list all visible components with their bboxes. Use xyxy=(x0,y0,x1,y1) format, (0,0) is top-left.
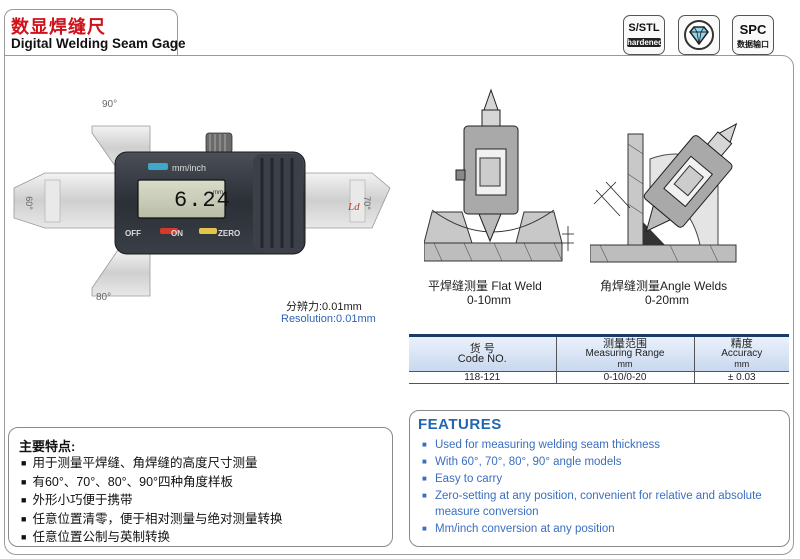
col-accuracy-unit: mm xyxy=(734,358,750,369)
flat-weld-label: 平焊缝测量 Flat Weld xyxy=(428,279,542,293)
diamond-badge xyxy=(678,15,720,55)
page-title-cn: 数显焊缝尺 xyxy=(11,17,106,37)
display-sub: mm xyxy=(213,190,223,196)
list-item: With 60°, 70°, 80°, 90° angle models xyxy=(422,454,786,470)
col-code: 货 号 Code NO. xyxy=(409,337,556,371)
angle-weld-diagram xyxy=(590,122,738,263)
angle-60: 60° xyxy=(23,196,34,210)
angle-weld-label: 角焊缝测量Angle Welds xyxy=(600,279,728,293)
list-item: 用于测量平焊缝、角焊缝的高度尺寸测量 xyxy=(21,455,282,474)
table-row: 118-121 0-10/0-20 ± 0.03 xyxy=(409,370,789,384)
angle-80: 80° xyxy=(96,292,112,303)
list-item: Used for measuring welding seam thicknes… xyxy=(422,437,786,453)
title-tab xyxy=(4,9,178,55)
list-item: Zero-setting at any position, convenient… xyxy=(422,488,786,520)
resolution-en: Resolution:0.01mm xyxy=(281,313,376,325)
col-code-en: Code NO. xyxy=(457,352,507,365)
list-item: 外形小巧便于携带 xyxy=(21,492,282,511)
badge-label: S/STL xyxy=(628,22,660,34)
off-button: OFF xyxy=(125,229,141,238)
table-header-row: 货 号 Code NO. 测量范围 Measuring Range mm 精度 … xyxy=(409,337,789,371)
zero-button: ZERO xyxy=(218,229,241,238)
features-en-title: FEATURES xyxy=(418,416,502,433)
table-top-bar xyxy=(409,334,789,337)
page-title-en: Digital Welding Seam Gage xyxy=(11,36,186,51)
features-cn-title: 主要特点: xyxy=(19,439,76,454)
spec-table: 货 号 Code NO. 测量范围 Measuring Range mm 精度 … xyxy=(409,334,789,384)
col-range: 测量范围 Measuring Range mm xyxy=(555,337,694,371)
flat-weld-diagram xyxy=(424,88,574,262)
col-range-unit: mm xyxy=(617,358,633,369)
cell-accuracy: ± 0.03 xyxy=(693,370,789,384)
features-cn-list: 用于测量平焊缝、角焊缝的高度尺寸测量 有60°、70°、80°、90°四种角度样… xyxy=(21,455,282,548)
cell-code: 118-121 xyxy=(409,370,556,384)
list-item: 任意位置清零，便于相对测量与绝对测量转换 xyxy=(21,511,282,530)
col-accuracy-cn: 精度 xyxy=(730,337,753,350)
col-range-en: Measuring Range xyxy=(585,347,665,359)
col-accuracy: 精度 Accuracy mm xyxy=(693,337,789,371)
list-item: 有60°、70°、80°、90°四种角度样板 xyxy=(21,474,282,493)
list-item: Easy to carry xyxy=(422,471,786,487)
product-image: Ld xyxy=(13,125,391,297)
angle-70: 70° xyxy=(361,196,372,210)
resolution-cn: 分辨力:0.01mm xyxy=(286,301,362,313)
list-item: 任意位置公制与英制转换 xyxy=(21,529,282,548)
features-en-box: FEATURES Used for measuring welding seam… xyxy=(409,410,790,547)
list-item: Mm/inch conversion at any position xyxy=(422,521,786,537)
stainless-steel-badge: S/STL hardened xyxy=(623,15,665,55)
col-range-cn: 测量范围 xyxy=(603,337,647,350)
badge-sublabel: hardened xyxy=(627,38,664,47)
on-button: ON xyxy=(171,229,183,238)
flat-weld-range: 0-10mm xyxy=(467,293,512,307)
display-unit-label: mm/inch xyxy=(172,163,207,173)
col-code-cn: 货 号 xyxy=(469,342,495,355)
col-accuracy-en: Accuracy xyxy=(721,347,763,359)
cell-range: 0-10/0-20 xyxy=(555,370,694,384)
angle-90: 90° xyxy=(102,99,118,110)
features-cn-box: 主要特点: 用于测量平焊缝、角焊缝的高度尺寸测量 有60°、70°、80°、90… xyxy=(8,427,393,547)
diamond-icon xyxy=(684,20,714,50)
angle-weld-range: 0-20mm xyxy=(645,293,690,307)
content-frame xyxy=(4,55,794,555)
features-en-list: Used for measuring welding seam thicknes… xyxy=(422,437,786,538)
spc-badge: SPC 数据输口 xyxy=(732,15,774,55)
display-value: 6.24 xyxy=(174,188,231,213)
badge-label: SPC xyxy=(739,22,767,37)
badge-sublabel: 数据输口 xyxy=(737,40,769,49)
svg-text:Ld: Ld xyxy=(347,201,360,213)
